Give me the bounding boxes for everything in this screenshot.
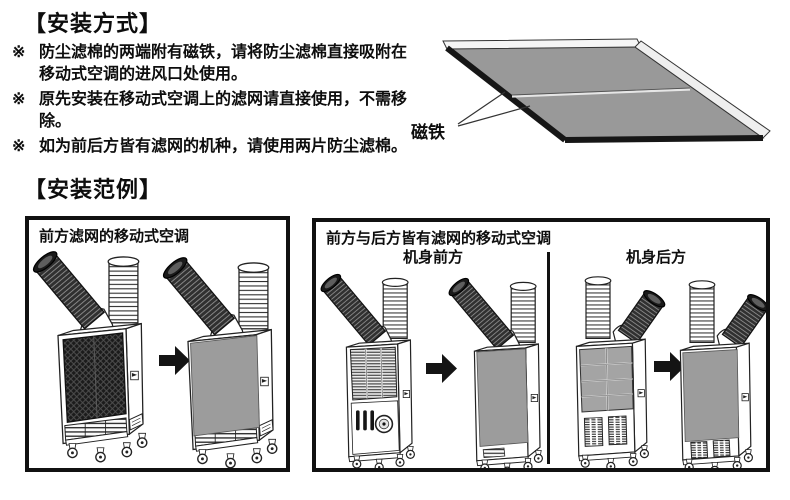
install-method-title: 【安装方式】 bbox=[24, 11, 163, 36]
divider-line bbox=[547, 252, 550, 464]
filter-panel bbox=[442, 38, 771, 143]
magnet-pointer-lines bbox=[457, 91, 531, 127]
install-method-notes: ※ 防尘滤棉的两端附有磁铁，请将防尘滤棉直接吸附在移动式空调的进风口处使用。 ※… bbox=[12, 42, 432, 161]
both-filter-box-title: 前方与后方皆有滤网的移动式空调 bbox=[326, 230, 552, 247]
note-text: 防尘滤棉的两端附有磁铁，请将防尘滤棉直接吸附在移动式空调的进风口处使用。 bbox=[39, 44, 408, 83]
note-item: ※ 如为前后方皆有滤网的机种，请使用两片防尘滤棉。 bbox=[12, 136, 432, 158]
magnet-label: 磁铁 bbox=[411, 123, 445, 142]
note-bullet-icon: ※ bbox=[12, 138, 26, 155]
arrow-icon bbox=[426, 354, 457, 383]
unit-rear-side-after bbox=[680, 280, 766, 472]
note-text: 如为前后方皆有滤网的机种，请使用两片防尘滤棉。 bbox=[39, 138, 408, 155]
install-example-title: 【安装范例】 bbox=[24, 177, 163, 202]
front-filter-box-illustration bbox=[29, 247, 284, 468]
unit-rear-side-before bbox=[576, 276, 668, 471]
note-bullet-icon: ※ bbox=[12, 91, 26, 108]
filter-panel-illustration bbox=[442, 38, 771, 143]
arrow-icon bbox=[654, 352, 685, 381]
note-bullet-icon: ※ bbox=[12, 44, 26, 61]
rear-side-label: 机身后方 bbox=[625, 249, 686, 266]
note-item: ※ 防尘滤棉的两端附有磁铁，请将防尘滤棉直接吸附在移动式空调的进风口处使用。 bbox=[12, 42, 432, 86]
unit-front-side-after bbox=[445, 274, 543, 472]
unit-front-side-before bbox=[317, 270, 415, 472]
both-filter-example-box: 前方与后方皆有滤网的移动式空调 机身前方 机身后方 bbox=[312, 218, 770, 472]
unit-front-filter-before bbox=[29, 247, 147, 461]
arrow-icon bbox=[159, 346, 190, 375]
front-filter-box-title: 前方滤网的移动式空调 bbox=[39, 228, 190, 245]
note-item: ※ 原先安装在移动式空调上的滤网请直接使用，不需移除。 bbox=[12, 89, 432, 133]
panel-seam-line bbox=[511, 88, 691, 98]
front-side-label: 机身前方 bbox=[402, 249, 463, 266]
front-filter-example-box: 前方滤网的移动式空调 bbox=[25, 216, 290, 472]
note-text: 原先安装在移动式空调上的滤网请直接使用，不需移除。 bbox=[39, 91, 408, 130]
both-filter-box-illustration bbox=[317, 270, 766, 471]
